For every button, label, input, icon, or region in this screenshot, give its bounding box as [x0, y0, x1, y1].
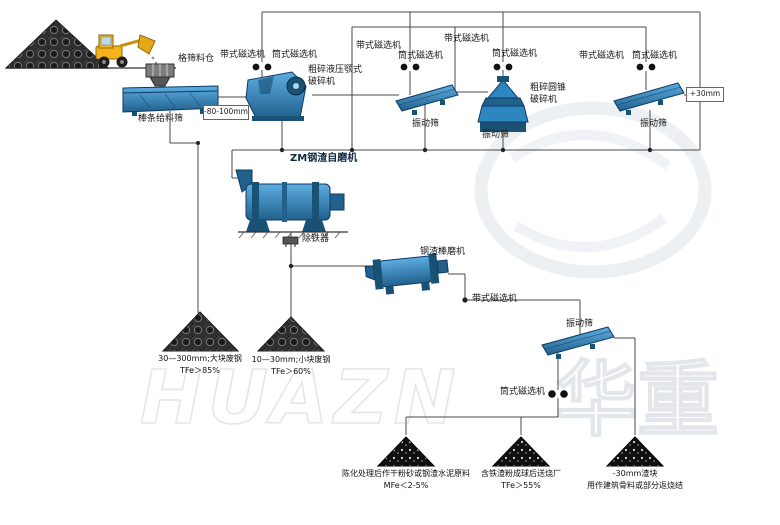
- belt-separator-label-1: 带式磁选机: [220, 50, 266, 60]
- pile1-caption-line1: 30—300mm;大块废钢: [158, 354, 242, 363]
- vibrating-screen-label-3: 振动筛: [566, 319, 594, 329]
- belt-separator-label-2: 带式磁选机: [356, 41, 402, 51]
- drum-separator-label-3: 筒式磁选机: [492, 49, 538, 59]
- cone-crusher: [477, 76, 529, 132]
- drum-separator-icons: [252, 63, 656, 398]
- pile3-caption-line1: 陈化处理后作干粉砂或钢渣水泥原料: [342, 469, 470, 478]
- pile4-caption-line1: 含铁渣粉成球后送烧厂: [481, 469, 561, 478]
- vibrating-screen-1: [395, 84, 459, 115]
- jaw-crusher: [245, 71, 307, 121]
- pile4-caption-line2: TFe＞55%: [501, 481, 541, 490]
- wheel-loader: [95, 34, 158, 68]
- cone-crusher-label-1: 粗碎圆锥: [530, 83, 567, 93]
- drum-separator-label-4: 筒式磁选机: [632, 51, 678, 61]
- vibrating-screen-2: [613, 82, 685, 115]
- pile-slag-lumps: [605, 436, 665, 467]
- bar-feeder: [122, 85, 219, 116]
- flow-lines: [161, 11, 701, 435]
- oversize-box: +30mm: [686, 87, 724, 102]
- pile-iron-slag-balls: [491, 436, 551, 467]
- belt-separator-label-3: 带式磁选机: [444, 34, 490, 44]
- pile-slag-powder: [376, 436, 436, 467]
- rod-mill: [364, 253, 449, 295]
- pile-small-scrap: [256, 316, 326, 352]
- watermark-cjk: 华重: [555, 353, 719, 448]
- feeder-undersize-box: -80-100mm: [203, 105, 249, 120]
- vibrating-screen-label-1: 振动筛: [412, 119, 440, 129]
- watermark-latin: HUAZN: [140, 355, 462, 441]
- zm-autogenous-mill: [235, 169, 348, 239]
- cone-crusher-label-2: 破碎机: [530, 95, 558, 105]
- grid-bin: [145, 63, 175, 87]
- pile2-caption-line1: 10—30mm;小块废钢: [251, 355, 331, 364]
- bar-feeder-label: 棒条给料筛: [138, 114, 184, 124]
- vibrating-screen-label-2: 振动筛: [640, 119, 668, 129]
- drum-separator-label-2: 筒式磁选机: [398, 51, 444, 61]
- vibrating-screen-3: [541, 326, 615, 359]
- pile3-caption-line2: MFe＜2-5%: [383, 481, 429, 490]
- drum-separator-label-1: 筒式磁选机: [272, 50, 318, 60]
- jaw-crusher-label-2: 破碎机: [308, 77, 336, 87]
- rod-mill-label: 钢渣棒磨机: [420, 247, 466, 257]
- iron-remover-icon: [282, 236, 299, 247]
- drum-separator-label-5: 筒式磁选机: [500, 387, 546, 397]
- pile5-caption-line2: 用作建筑骨料或部分返烧结: [587, 481, 683, 490]
- pile2-caption-line2: TFe＞60%: [271, 367, 311, 376]
- belt-separator-label-4: 带式磁选机: [579, 51, 625, 61]
- grid-bin-label: 格筛料仓: [178, 54, 215, 64]
- junction-dots: [196, 141, 653, 303]
- iron-remover-label: 除铁器: [302, 234, 330, 244]
- watermark-logo: HUAZN 华重: [139, 101, 720, 449]
- jaw-crusher-label-1: 粗碎液压颚式: [308, 65, 363, 75]
- zm-mill-label: ZM钢渣自磨机: [290, 153, 358, 164]
- pile5-caption-line1: -30mm渣块: [612, 469, 658, 478]
- pile1-caption-line2: TFe＞85%: [180, 366, 220, 375]
- pile-large-scrap: [161, 311, 240, 352]
- vibrating-screen-label-cone: 振动筛: [482, 130, 510, 140]
- belt-separator-label-5: 带式磁选机: [472, 294, 518, 304]
